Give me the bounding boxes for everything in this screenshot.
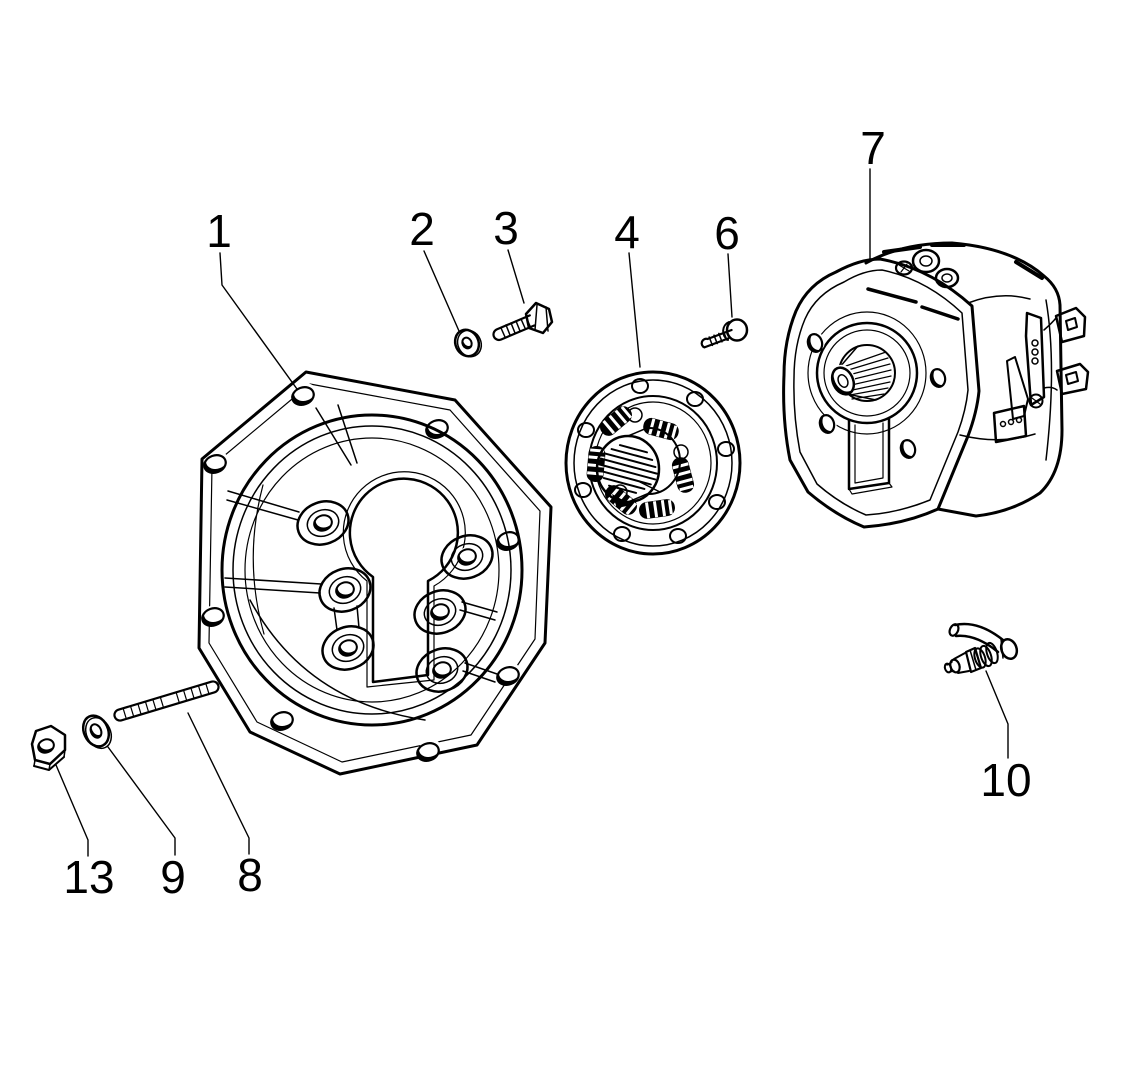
leader-lines (55, 168, 1009, 857)
stud-thread-hatching (122, 682, 210, 720)
callout-label-6: 6 (714, 207, 740, 259)
part-10-fitting-drawing (943, 622, 1019, 674)
part-6-bolt-drawing (700, 318, 749, 349)
callout-label-8: 8 (237, 849, 263, 901)
leader-line-2 (423, 250, 460, 332)
leader-line-9 (107, 746, 176, 856)
leader-line-4 (628, 252, 641, 368)
part-7-hydraulic-pump-drawing (782, 241, 1090, 529)
damper-rim-holes (574, 378, 735, 544)
leader-line-6 (727, 253, 733, 318)
part-13-hex-nut-drawing (30, 724, 67, 771)
bolt-6-thread-hatching (708, 330, 728, 347)
part-1-bellhousing-flange-drawing (197, 370, 553, 776)
leader-line-8 (187, 712, 250, 855)
leader-line-13 (55, 764, 89, 857)
callout-label-7: 7 (860, 122, 886, 174)
part-4-damper-disc-drawing (564, 370, 742, 556)
pump-top-plugs (894, 248, 960, 289)
pump-control-bracket (992, 306, 1090, 444)
leader-line-3 (507, 249, 525, 304)
callout-label-1: 1 (206, 205, 232, 257)
flange-corner-holes (201, 383, 521, 762)
damper-hub (595, 427, 681, 508)
callout-label-10: 10 (980, 754, 1031, 806)
flange-bosses (296, 500, 494, 693)
pump-shaft-spline (830, 344, 896, 402)
callout-labels: 1 2 3 4 6 7 8 9 10 13 (63, 122, 1031, 903)
callout-label-9: 9 (160, 851, 186, 903)
pump-front-holes (806, 332, 948, 459)
callout-label-13: 13 (63, 851, 114, 903)
callout-label-4: 4 (614, 206, 640, 258)
flange-ribs (224, 404, 498, 683)
leader-line-10 (985, 670, 1009, 759)
callout-label-2: 2 (409, 203, 435, 255)
part-9-washer-drawing (81, 714, 113, 750)
part-2-washer-drawing (453, 328, 483, 358)
part-3-hex-bolt-drawing (492, 301, 554, 342)
part-8-stud-drawing (113, 680, 220, 722)
leader-line-1 (219, 252, 298, 390)
callout-label-3: 3 (493, 202, 519, 254)
